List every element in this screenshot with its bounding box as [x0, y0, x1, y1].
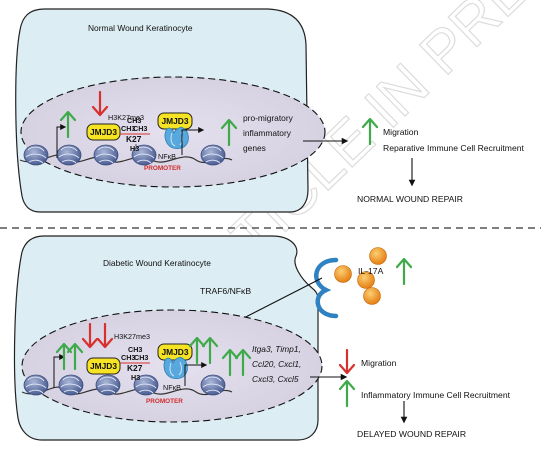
ch3-label: CH3	[133, 124, 147, 133]
transcription-start-arrow	[56, 124, 67, 158]
normal-result: NORMAL WOUND REPAIR	[357, 194, 463, 204]
diabetic-panel: Diabetic Wound Keratinocyte IL-17A TRAF6…	[13, 235, 511, 441]
nucleosome-icon	[23, 144, 49, 166]
traf6-label: TRAF6/NFκB	[200, 286, 251, 296]
normal-cell-title: Normal Wound Keratinocyte	[88, 23, 193, 33]
transcription-start-arrow	[53, 354, 66, 388]
normal-genes-line3: genes	[243, 143, 266, 153]
ch3-label: CH3	[121, 353, 135, 362]
diabetic-migration: Migration	[361, 358, 397, 368]
nfkb-complex-icon	[163, 356, 188, 380]
nucleosome-icon	[56, 144, 82, 166]
down-arrow-icon	[338, 348, 356, 375]
normal-jmjd3-left	[86, 123, 121, 141]
diabetic-promoter-label: PROMOTER	[146, 398, 183, 405]
normal-panel: Normal Wound Keratinocyte H3K27me3 JMJD3…	[15, 8, 525, 213]
diabetic-genes-line2: Ccl20, Cxcl1,	[252, 359, 301, 369]
normal-h3k27me3-label: H3K27me3	[108, 113, 144, 122]
diabetic-jmjd3-left-label: JMJD3	[90, 361, 117, 371]
k27-label: K27	[127, 363, 143, 373]
il17-receptor-icon	[314, 257, 339, 319]
ch3-label: CH3	[134, 353, 148, 362]
normal-promoter-label: PROMOTER	[144, 165, 181, 172]
nucleosome-icon	[200, 374, 226, 396]
nucleosome-icon	[200, 144, 226, 166]
il17a-ligand-icon	[334, 265, 352, 283]
normal-jmjd3-right-label: JMJD3	[162, 116, 189, 126]
h3-label: H3	[130, 144, 139, 153]
normal-nfkb-label: NFκB	[158, 152, 176, 161]
il17a-ligand-icon	[363, 287, 381, 305]
normal-migration: Migration	[383, 127, 419, 137]
transcription-arrow	[184, 362, 208, 386]
normal-recruitment: Reparative Immune Cell Recruitment	[383, 143, 525, 153]
diabetic-genes-line3: Cxcl3, Cxcl5	[252, 374, 299, 384]
diabetic-genes-line1: Itga3, Timp1,	[252, 344, 301, 354]
ch3-label: CH3	[128, 345, 142, 354]
diabetic-jmjd3-right-label: JMJD3	[162, 347, 189, 357]
normal-jmjd3-right	[157, 112, 193, 130]
diabetic-result: DELAYED WOUND REPAIR	[357, 429, 466, 439]
diabetic-recruitment: Inflammatory Immune Cell Recruitment	[361, 390, 511, 400]
ch3-label: CH3	[121, 124, 135, 133]
up-arrow-icon	[338, 379, 356, 408]
diabetic-cell-title: Diabetic Wound Keratinocyte	[103, 258, 211, 268]
transcription-arrow	[181, 127, 205, 155]
ch3-label: CH3	[127, 116, 141, 125]
normal-jmjd3-left-label: JMJD3	[90, 127, 117, 137]
nucleosome-icon	[23, 374, 49, 396]
normal-genes-line2: inflammatory	[243, 128, 292, 138]
k27-label: K27	[126, 134, 142, 144]
il17a-label: IL-17A	[358, 266, 384, 276]
diabetic-jmjd3-left	[86, 357, 121, 375]
diabetic-nfkb-label: NFκB	[163, 383, 181, 392]
diabetic-methylation-marks: CH3 CH3 CH3 K27 H3	[120, 345, 150, 382]
up-arrow-icon	[395, 257, 413, 286]
diabetic-h3k27me3-label: H3K27me3	[114, 332, 150, 341]
il17a-ligand-icon	[369, 247, 387, 265]
h3-label: H3	[131, 373, 140, 382]
nucleosome-icon	[93, 144, 119, 166]
nfkb-complex-icon	[164, 126, 189, 150]
normal-methylation-marks: CH3 CH3 CH3 K27 H3	[120, 116, 150, 153]
nucleosome-icon	[58, 374, 84, 396]
normal-genes-line1: pro-migratory	[243, 113, 294, 123]
nucleosome-icon	[95, 374, 121, 396]
